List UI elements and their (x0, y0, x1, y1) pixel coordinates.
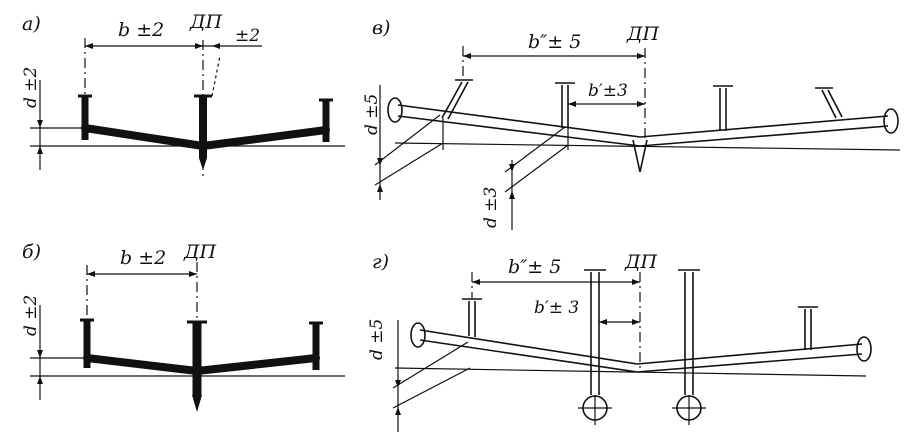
panel-g-long-post-1 (578, 269, 612, 425)
panel-a-b-arrow-left (85, 43, 93, 49)
panel-b-b-arrow-right (189, 271, 197, 277)
panel-v-pipe-top (397, 104, 889, 138)
panel-v-b1-arrow-right (637, 101, 645, 107)
panel-v-d3-ext-bottom (504, 144, 569, 193)
panel-g-post-left (462, 298, 482, 337)
panel-v-d3-ext-top (504, 126, 566, 173)
panel-a-letter: а) (22, 13, 41, 35)
panel-b-d-arrow-top (37, 350, 43, 358)
panel-a-d-tolerance: d ±2 (21, 67, 41, 108)
panel-a-b-tolerance: b ±2 (118, 19, 164, 41)
panel-a: а) ДП b ±2 ±2 d ±2 (21, 11, 345, 180)
panel-v-letter: в) (372, 17, 390, 39)
panel-g-letter: г) (372, 251, 389, 273)
panel-v-post-3 (713, 85, 733, 131)
panel-v-d5-ext-top (374, 114, 441, 166)
panel-g-b2-tolerance: b″± 5 (508, 256, 561, 278)
panel-g-pipe-top (419, 329, 863, 365)
panel-b-b-tolerance: b ±2 (120, 247, 166, 269)
panel-v-keel (632, 139, 648, 173)
panel-b: б) ДП b ±2 d ±2 (21, 241, 345, 412)
panel-b-center-label: ДП (183, 241, 216, 263)
panel-g-d5-ext-top (392, 341, 469, 389)
panel-a-center-label: ДП (189, 11, 222, 33)
panel-v-pipe-bottom (397, 115, 889, 147)
panel-a-small-tolerance: ±2 (235, 26, 260, 46)
panel-v-d5-arrow-top (377, 158, 383, 166)
panel-v-d5-tolerance: d ±5 (362, 94, 382, 135)
panel-v-d3-tolerance: d ±3 (481, 187, 501, 228)
panel-b-d-tolerance: d ±2 (21, 295, 41, 336)
panel-g-end-left (410, 322, 426, 348)
panel-v-b2-arrow-right (637, 53, 645, 59)
panel-v: в) ДП b″± 5 b′±3 d ±5 d ±3 (362, 17, 901, 230)
panel-v-d5-arrow-bottom (377, 184, 383, 192)
panel-v-b2-tolerance: b″± 5 (528, 31, 581, 53)
panel-a-d-arrow-top (37, 120, 43, 128)
panel-b-post-center-tip (192, 395, 202, 412)
panel-g-d5-arrow-bottom (395, 407, 401, 415)
panel-v-b1-tolerance: b′±3 (588, 81, 628, 101)
panel-b-d-arrow-bottom (37, 376, 43, 384)
panel-g-long-post-2 (672, 269, 706, 425)
panel-g-baseline (394, 367, 867, 377)
panel-g-d5-tolerance: d ±5 (367, 319, 387, 360)
panel-g-d5-arrow-top (395, 380, 401, 388)
panel-v-d3-arrow-top (509, 164, 515, 172)
panel-v-d3-arrow-bottom (509, 191, 515, 199)
panel-g-center-label: ДП (624, 251, 657, 273)
panel-g-d5-ext-bottom (392, 367, 471, 409)
panel-v-end-left (387, 97, 403, 123)
panel-g-b1-arrow-right (632, 319, 640, 325)
panel-g-b2-arrow-left (472, 279, 480, 285)
panel-g-pipe-bottom (419, 339, 863, 373)
panel-a-d-arrow-bottom (37, 146, 43, 154)
panel-g-b1-arrow-left (599, 319, 607, 325)
panel-a-tilt-line (211, 55, 221, 97)
panel-g-b1-tolerance: b′± 3 (534, 298, 579, 318)
panel-v-post-2 (555, 82, 575, 128)
panel-v-b2-arrow-left (463, 53, 471, 59)
panel-v-post-4 (815, 87, 843, 119)
panel-a-small-arrow (212, 43, 220, 49)
panel-g-end-right (856, 336, 872, 362)
panel-v-baseline (394, 142, 901, 151)
panel-v-d5-ext-bottom (374, 142, 444, 186)
panel-v-end-right (883, 108, 899, 134)
panel-v-b1-arrow-left (568, 101, 576, 107)
panel-g-post-right (798, 306, 818, 350)
panel-v-post-1 (441, 79, 473, 120)
panel-g: г) ДП b″± 5 b′± 3 d ±5 (367, 251, 872, 432)
panel-v-center-label: ДП (626, 23, 659, 45)
panel-g-b2-arrow-right (632, 279, 640, 285)
panel-b-b-arrow-left (87, 271, 95, 277)
panel-b-letter: б) (22, 241, 41, 263)
